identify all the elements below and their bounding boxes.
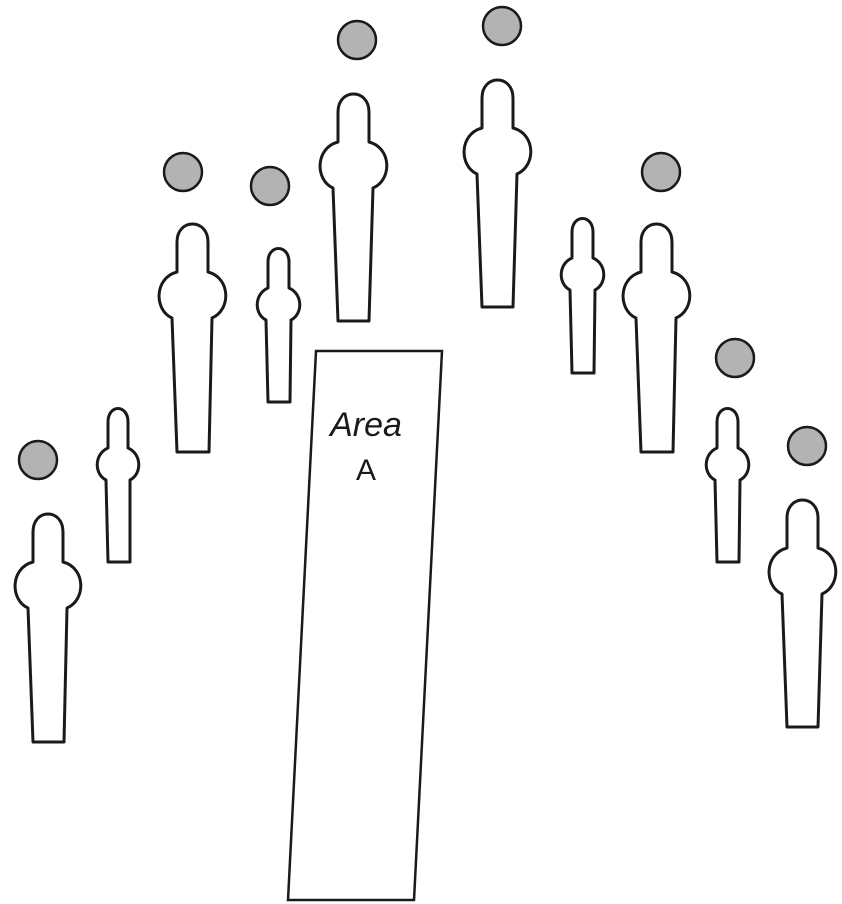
gray-dots <box>17 5 828 481</box>
gray-dot <box>714 337 756 379</box>
large-figure <box>13 512 83 744</box>
area-a-word: Area <box>328 406 402 444</box>
small-figure <box>559 217 606 375</box>
gray-dot <box>249 165 291 207</box>
area-a-letter: A <box>356 454 376 487</box>
gray-dot <box>640 151 682 193</box>
small-figures <box>95 217 751 564</box>
area-a-box <box>286 349 444 902</box>
gray-dot <box>786 425 828 467</box>
large-figure <box>318 92 389 323</box>
large-figure <box>621 222 692 454</box>
small-figure <box>95 407 141 564</box>
area-a: Area A <box>286 349 444 902</box>
large-figure <box>767 498 838 729</box>
gray-dot <box>481 5 523 47</box>
large-figure <box>462 78 533 309</box>
large-figures <box>13 78 838 744</box>
large-figure <box>157 222 228 454</box>
gray-dot <box>17 439 59 481</box>
small-figure <box>255 247 302 404</box>
gray-dot <box>336 19 378 61</box>
gray-dot <box>162 151 204 193</box>
small-figure <box>704 407 751 564</box>
